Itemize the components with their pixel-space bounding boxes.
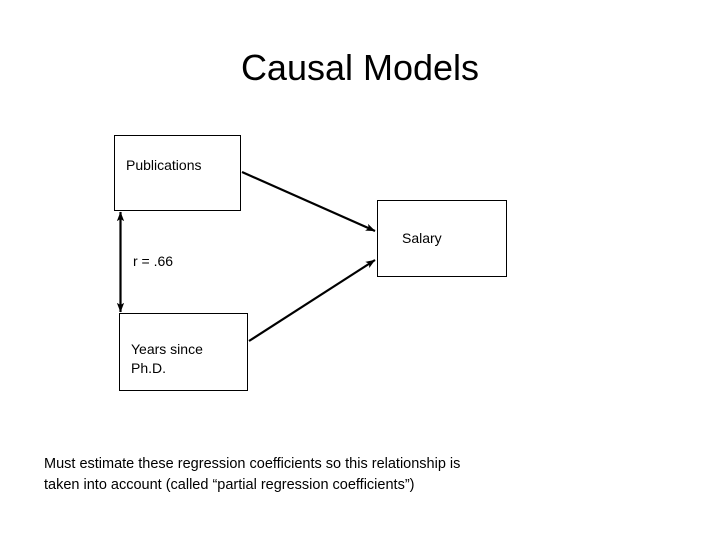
edge-publications-to-salary xyxy=(241,170,376,233)
node-years-since-phd-label: Years since Ph.D. xyxy=(131,341,203,376)
caption: Must estimate these regression coefficie… xyxy=(44,454,664,496)
correlation-coefficient-label: r = .66 xyxy=(133,253,174,269)
node-publications-label: Publications xyxy=(126,157,202,173)
edge-years-to-salary xyxy=(248,259,376,342)
caption-line-2: taken into account (called “partial regr… xyxy=(44,477,415,493)
page-title: Causal Models xyxy=(240,47,480,88)
node-salary[interactable]: Salary xyxy=(377,200,507,277)
node-salary-label: Salary xyxy=(402,230,442,246)
caption-line-1: Must estimate these regression coefficie… xyxy=(44,456,461,472)
node-publications[interactable]: Publications xyxy=(114,135,241,211)
node-years-since-phd[interactable]: Years since Ph.D. xyxy=(119,313,248,391)
